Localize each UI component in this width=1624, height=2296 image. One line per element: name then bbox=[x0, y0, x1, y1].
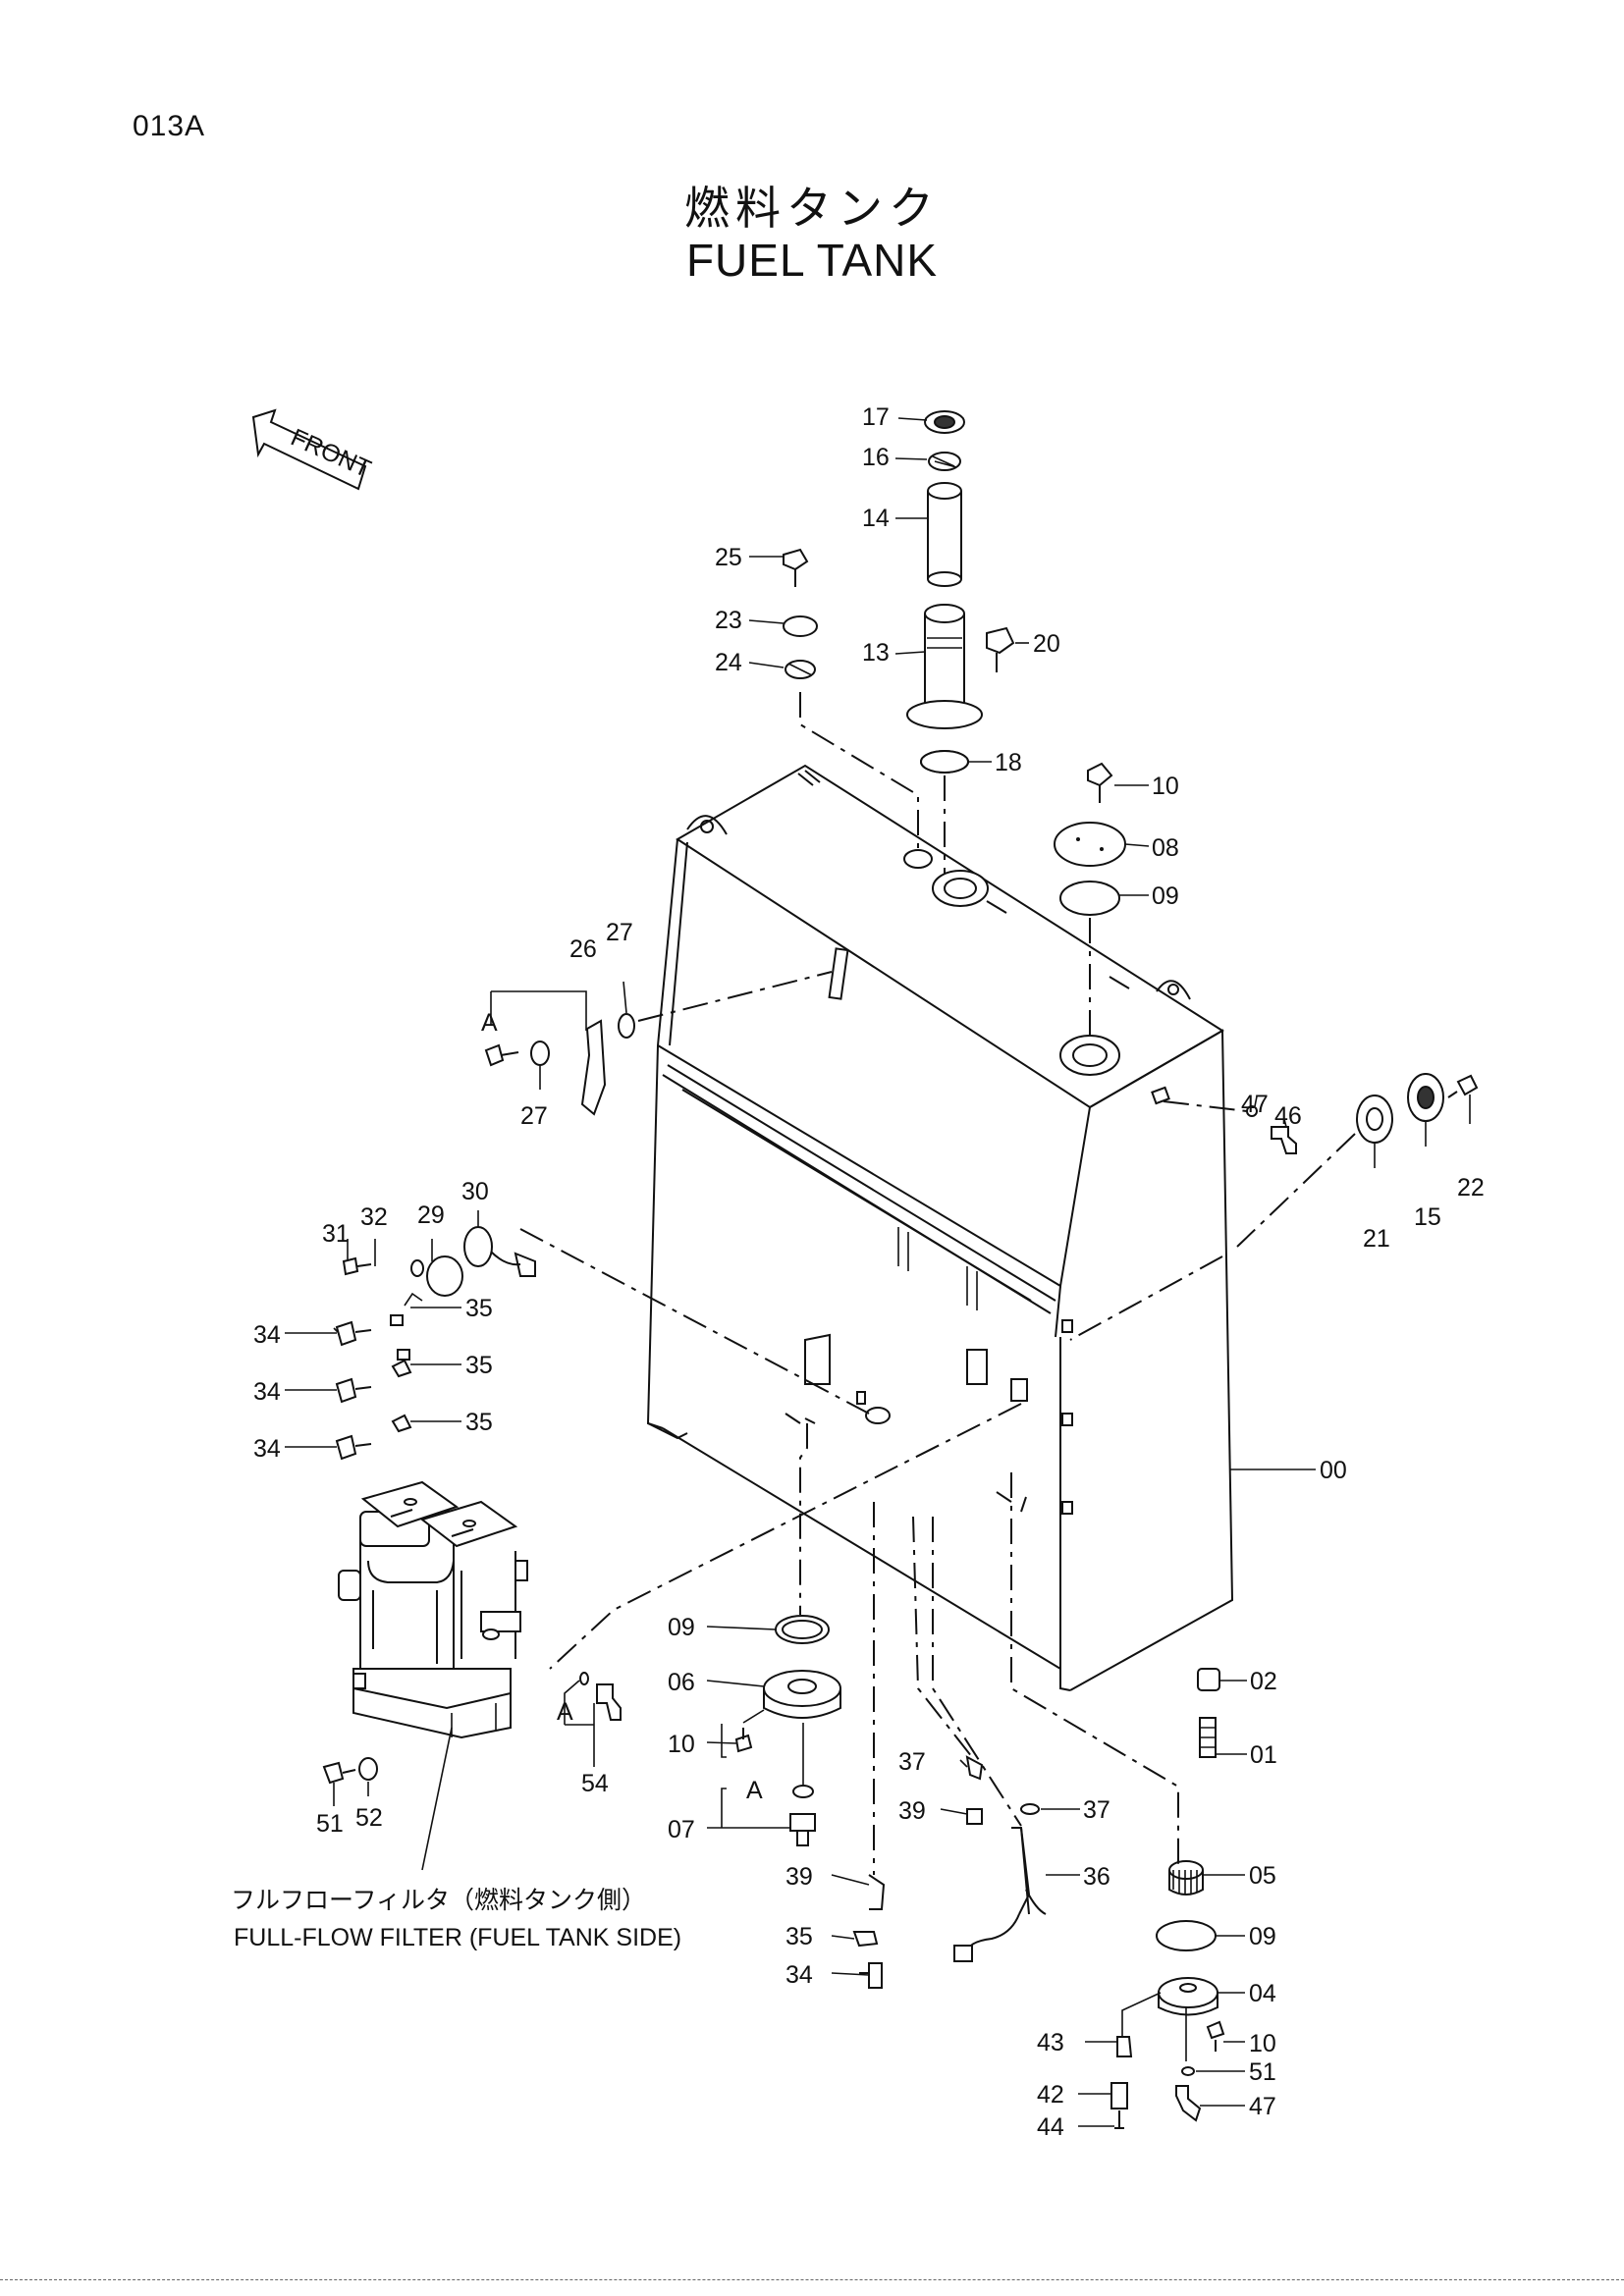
callout-34-a: 34 bbox=[253, 1321, 281, 1349]
callout-39-lower: 39 bbox=[785, 1863, 813, 1891]
callout-25: 25 bbox=[715, 544, 742, 571]
callout-32: 32 bbox=[360, 1203, 388, 1231]
callout-10-low: 10 bbox=[1249, 2030, 1276, 2057]
callout-26: 26 bbox=[569, 935, 597, 963]
callout-07: 07 bbox=[668, 1816, 695, 1843]
callout-02: 02 bbox=[1250, 1668, 1277, 1695]
callout-54: 54 bbox=[581, 1770, 609, 1797]
callout-27-upper: 27 bbox=[606, 919, 633, 946]
callout-40: 39 bbox=[898, 1797, 926, 1825]
callout-35-b: 35 bbox=[465, 1352, 493, 1379]
leader-lines bbox=[285, 417, 1471, 2127]
cover-plate-assembly bbox=[783, 548, 818, 679]
callout-23: 23 bbox=[715, 607, 742, 634]
callout-15: 16 bbox=[862, 444, 890, 471]
callout-29: 29 bbox=[417, 1201, 445, 1229]
callout-a-mid: A bbox=[746, 1777, 763, 1804]
tank-top-ports bbox=[797, 770, 1170, 1105]
callout-17: 18 bbox=[995, 749, 1022, 776]
callout-18: 20 bbox=[1033, 630, 1060, 658]
suction-plate-assembly bbox=[734, 1615, 841, 1846]
callout-35-a: 35 bbox=[465, 1295, 493, 1322]
callout-34-b: 34 bbox=[253, 1378, 281, 1406]
filler-neck-assembly bbox=[906, 410, 983, 774]
callout-10-top: 10 bbox=[1152, 773, 1179, 800]
callout-47-right: 47 bbox=[1241, 1091, 1269, 1118]
level-gauge-assembly bbox=[342, 1226, 536, 1361]
callout-39-upper: 37 bbox=[898, 1748, 926, 1776]
callout-05: 05 bbox=[1249, 1862, 1276, 1890]
flange-assembly-right bbox=[1356, 1073, 1479, 1144]
callout-31: 31 bbox=[322, 1220, 350, 1248]
callout-37: 37 bbox=[1083, 1796, 1110, 1824]
callout-06: 06 bbox=[668, 1669, 695, 1696]
callout-13: 13 bbox=[862, 639, 890, 667]
callout-21: 21 bbox=[1363, 1225, 1390, 1253]
callout-42: 42 bbox=[1037, 2081, 1064, 2109]
page-code: 013A bbox=[133, 110, 206, 142]
callout-44: 44 bbox=[1037, 2113, 1064, 2141]
title-japanese: 燃料タンク bbox=[684, 182, 940, 235]
callout-47-low: 51 bbox=[1249, 2058, 1276, 2086]
bolts-34-left bbox=[335, 1320, 412, 1461]
filter-fittings bbox=[322, 1672, 622, 1785]
callout-43: 43 bbox=[1037, 2029, 1064, 2056]
callout-35-c: 35 bbox=[465, 1409, 493, 1436]
callout-27-lower: 27 bbox=[520, 1102, 548, 1130]
lower-clip-assembly bbox=[852, 1874, 886, 1989]
callout-10-mid: 10 bbox=[668, 1731, 695, 1758]
callout-22: 22 bbox=[1457, 1174, 1485, 1201]
drain-cock-assembly-right bbox=[1246, 1105, 1297, 1154]
callout-04: 04 bbox=[1249, 1980, 1276, 2007]
callout-51: 51 bbox=[316, 1810, 344, 1838]
callout-09-top: 09 bbox=[1152, 882, 1179, 910]
callout-36: 36 bbox=[1083, 1863, 1110, 1891]
callout-labels: 17 16 14 13 20 18 25 23 24 10 08 09 26 2… bbox=[253, 403, 1485, 2141]
callout-a-upper: A bbox=[481, 1009, 498, 1037]
callout-35-d: 35 bbox=[785, 1923, 813, 1950]
callout-14: 14 bbox=[862, 505, 890, 532]
tank-side-brackets bbox=[804, 947, 1028, 1424]
callout-16: 17 bbox=[862, 403, 890, 431]
bolt-18-icon bbox=[986, 626, 1015, 672]
page-bottom-rule bbox=[0, 2279, 1624, 2280]
caption-japanese: フルフローフィルタ（燃料タンク側） bbox=[231, 1886, 646, 1914]
callout-20: 15 bbox=[1414, 1203, 1441, 1231]
full-flow-filter bbox=[338, 1480, 528, 1739]
callout-00: 00 bbox=[1320, 1457, 1347, 1484]
callout-08: 08 bbox=[1152, 834, 1179, 862]
inspection-cover-assembly bbox=[1054, 762, 1126, 916]
callout-09-mid: 09 bbox=[668, 1614, 695, 1641]
title-english: FUEL TANK bbox=[685, 235, 939, 286]
drain-assembly-bottom-right bbox=[1110, 1860, 1225, 2129]
callout-24: 24 bbox=[715, 649, 742, 676]
callout-a-filter: A bbox=[557, 1698, 573, 1726]
callout-52: 52 bbox=[355, 1804, 383, 1832]
callout-34-c: 34 bbox=[253, 1435, 281, 1463]
drain-plug-bottom bbox=[1197, 1668, 1220, 1758]
callout-09-low: 09 bbox=[1249, 1923, 1276, 1950]
callout-34-d: 34 bbox=[785, 1961, 813, 1989]
front-arrow-icon: FRONT bbox=[251, 408, 375, 491]
callout-46-low: 47 bbox=[1249, 2093, 1276, 2120]
callout-01: 01 bbox=[1250, 1741, 1277, 1769]
fuel-tank-body bbox=[646, 764, 1234, 1691]
lever-bracket-assembly bbox=[484, 1013, 635, 1116]
front-label: FRONT bbox=[287, 424, 375, 484]
callout-30: 30 bbox=[461, 1178, 489, 1205]
return-hose-assembly bbox=[953, 1755, 1047, 1962]
o-ring-17-icon bbox=[920, 750, 969, 774]
assembly-lines bbox=[519, 692, 1356, 1875]
callout-46-right: 46 bbox=[1274, 1102, 1302, 1130]
caption-english: FULL-FLOW FILTER (FUEL TANK SIDE) bbox=[234, 1924, 681, 1951]
